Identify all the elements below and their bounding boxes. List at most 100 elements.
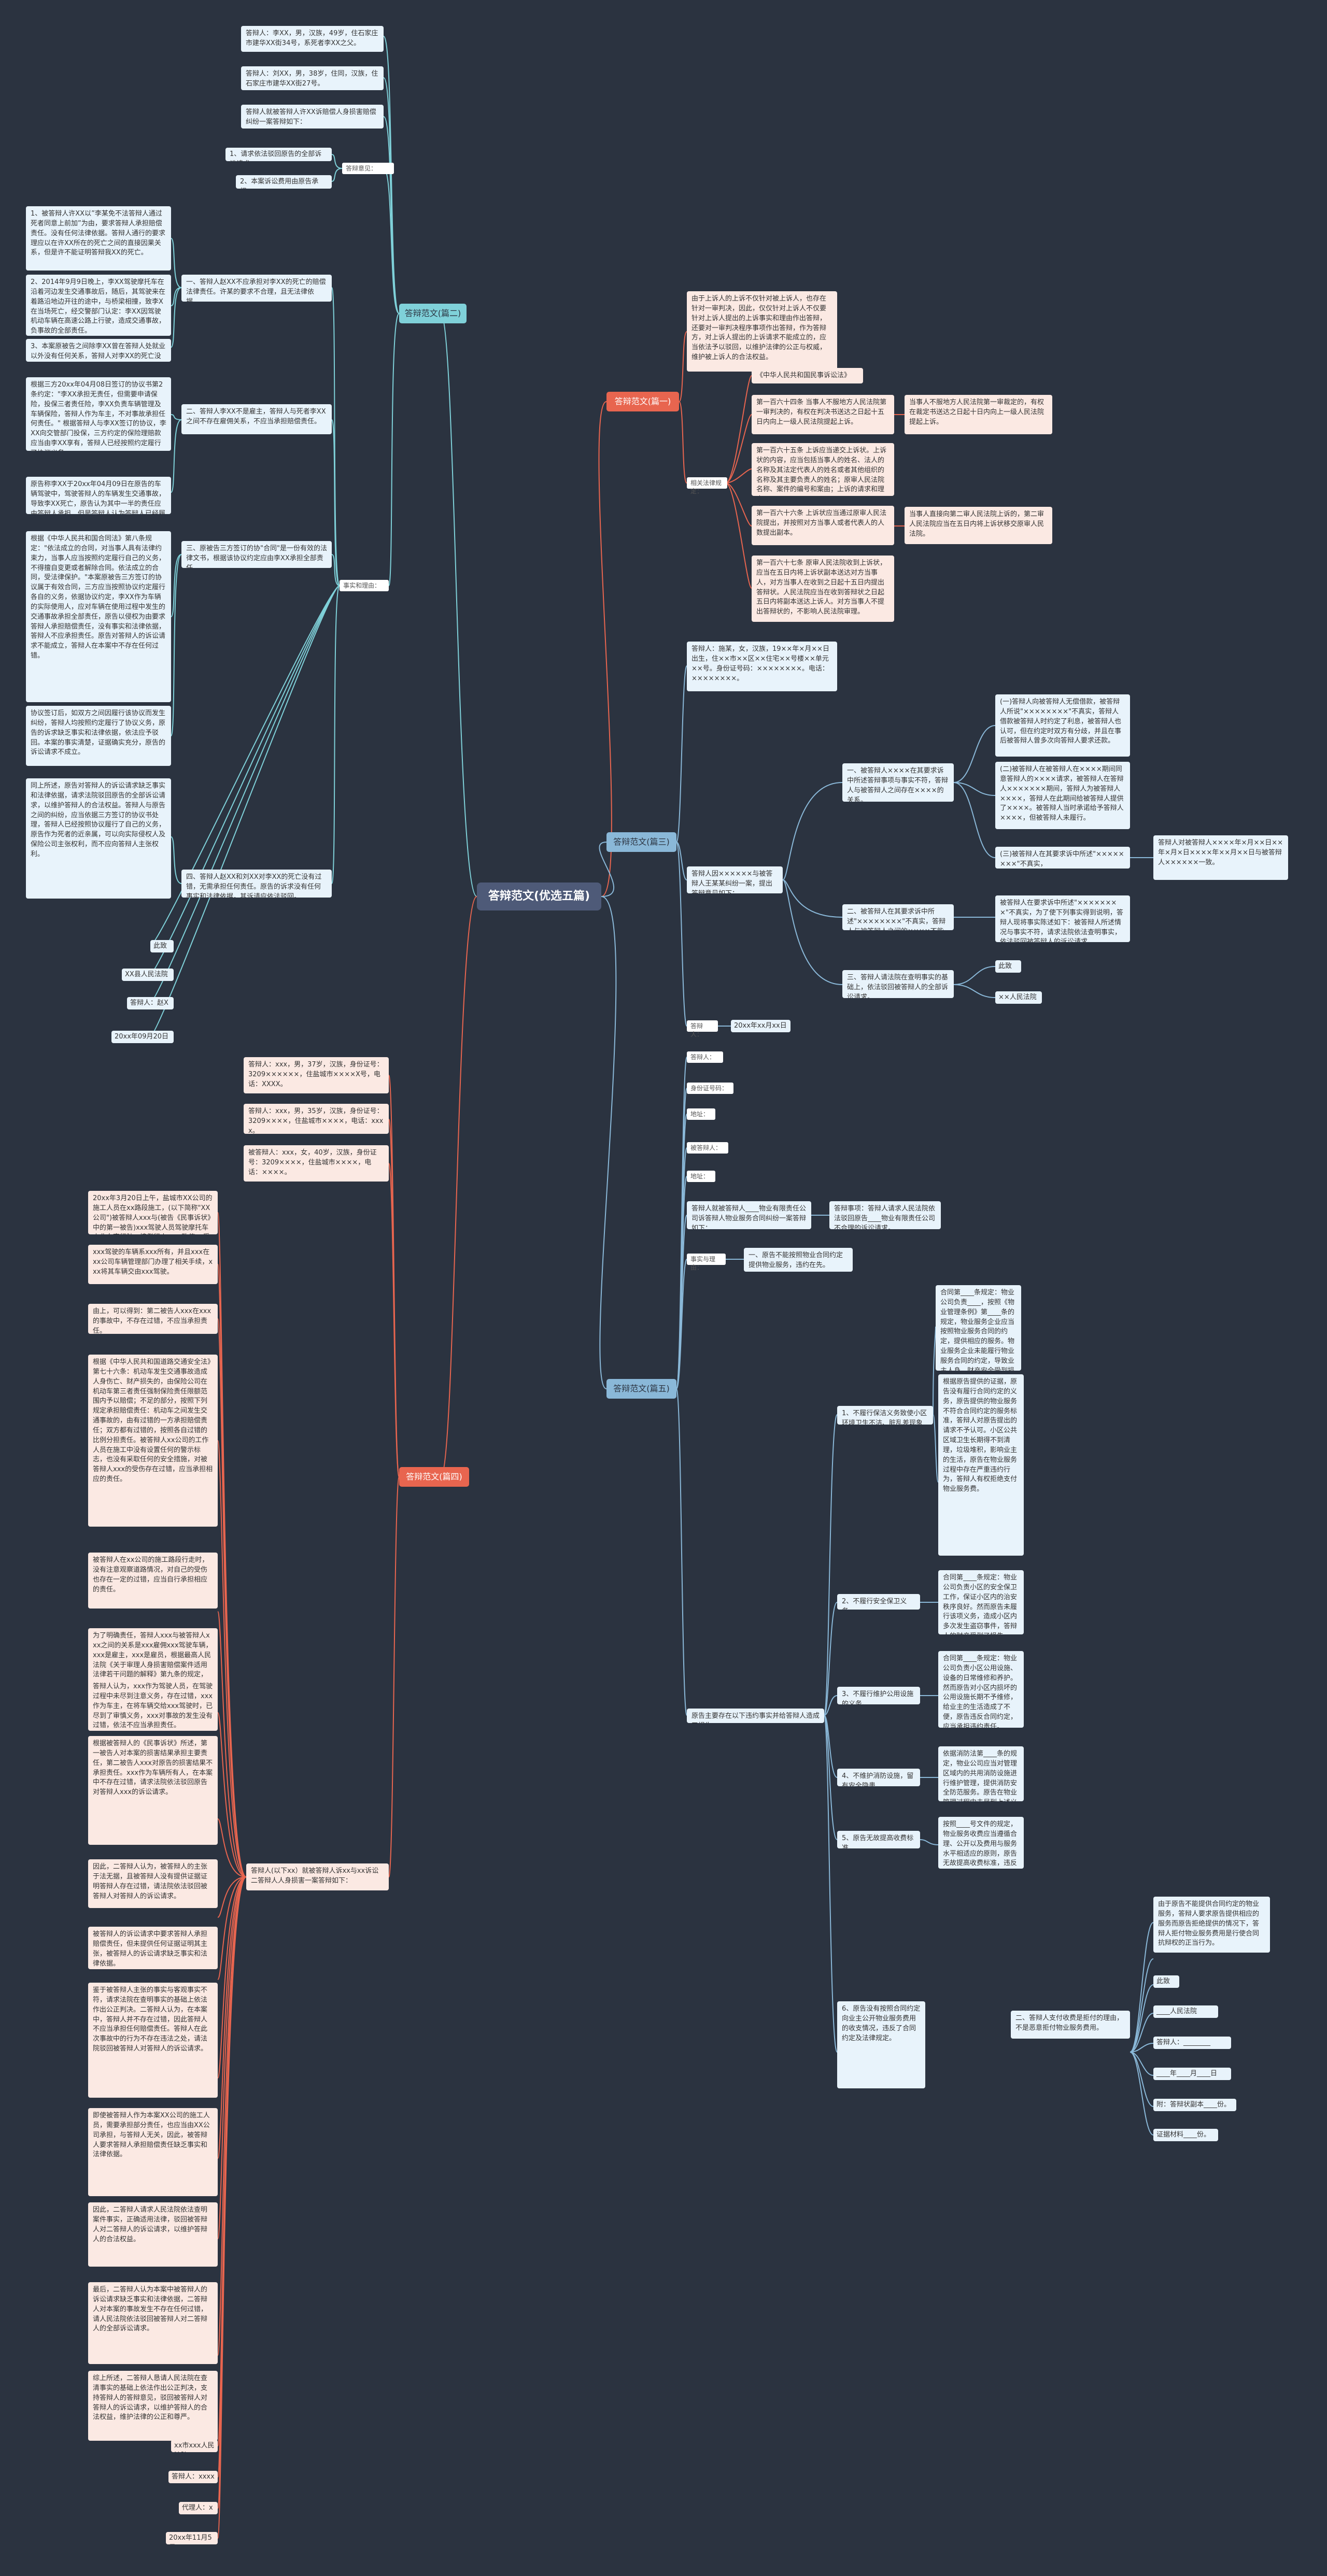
a4-sign-date[interactable]: 20xx年11月5日 — [166, 2532, 218, 2544]
a5-id-number[interactable]: 身份证号码： — [687, 1083, 733, 1094]
a2-reason-4a[interactable]: 协议签订后，如双方之间因履行该协议而发生纠纷，答辩人均按照约定履行了协议义务，原… — [26, 706, 171, 766]
a4-sign-agent[interactable]: 代理人：xx — [179, 2502, 218, 2514]
a5-respondent[interactable]: 答辩人： — [687, 1051, 723, 1063]
a5-closing-6[interactable]: 证据材料____份。 — [1153, 2129, 1218, 2141]
a2-closing-3[interactable]: 答辩人：赵XX — [127, 997, 174, 1009]
a4-text-15[interactable]: 综上所述，二答辩人恳请人民法院在查清事实的基础上依法作出公正判决，支持答辩人的答… — [88, 2371, 218, 2441]
a1-law-166-note[interactable]: 当事人直接向第二审人民法院上诉的，第二审人民法院应当在五日内将上诉状移交原审人民… — [905, 507, 1052, 544]
a2-closing-1[interactable]: 此致 — [150, 940, 174, 952]
a5-address-1[interactable]: 地址： — [687, 1108, 715, 1120]
a2-reason-4b[interactable]: 同上所述，原告对答辩人的诉讼请求缺乏事实和法律依据，请求法院驳回原告的全部诉讼请… — [26, 778, 171, 899]
a5-fact-2-note[interactable]: 由于原告不能提供合同约定的物业服务，答辩人要求原告提供相应的服务而原告拒绝提供的… — [1153, 1897, 1270, 1953]
a1-law-label[interactable]: 相关法律规定： — [687, 477, 727, 495]
a2-reason-3[interactable]: 三、原被告三方签订的协"合同"是一份有效的法律文书，根据该协议约定应由李XX承担… — [181, 541, 332, 568]
a5-violation-2[interactable]: 2、不履行安全保卫义务。 — [837, 1594, 920, 1610]
hub-article-5[interactable]: 答辩范文(篇五) — [606, 1379, 676, 1399]
a5-main-violations[interactable]: 原告主要存在以下违约事实并给答辩人造成了损失： — [687, 1709, 824, 1723]
a5-violation-4-note[interactable]: 依据消防法第____条的规定，物业公司应当对管理区域内的共用消防设施进行维护管理… — [938, 1746, 1024, 1801]
a5-violation-1[interactable]: 1、不履行保洁义务致使小区环境卫生不洁、脏乱差现象严重。 — [837, 1406, 933, 1425]
a4-text-3[interactable]: 由上，可以得到：第二被告人xxx在xxx的事故中，不存在过错，不应当承担责任。 — [88, 1304, 218, 1334]
a1-law-166[interactable]: 第一百六十六条 上诉状应当通过原审人民法院提出，并按照对方当事人或者代表人的人数… — [752, 506, 894, 545]
a3-date[interactable]: 20xx年xx月xx日 — [731, 1020, 790, 1032]
a3-point-1[interactable]: 一、被答辩人××××在其要求诉中所述答辩事项与事实不符，答辩人与被答辩人之间存在… — [842, 763, 954, 802]
a5-fact-label[interactable]: 事实与理由： — [687, 1254, 726, 1271]
hub-article-1[interactable]: 答辩范文(篇一) — [606, 392, 679, 411]
a5-violation-5-note[interactable]: 按照____号文件的规定，物业服务收费应当遵循合理、公开以及费用与服务水平相适应… — [938, 1817, 1024, 1869]
a3-point-1c[interactable]: (三)被答辩人在其要求诉中所述"××××××××"不真实， — [995, 847, 1130, 869]
a5-violation-1-note[interactable]: 合同第____条规定：物业公司负责____，按照《物业管理条例》第____条的规… — [936, 1285, 1021, 1371]
a5-fact-1[interactable]: 一、原告不能按照物业合同约定提供物业服务，违约在先。 — [744, 1248, 853, 1272]
a5-closing-5[interactable]: 附：答辩状副本____份。 — [1153, 2099, 1236, 2111]
a3-respondent[interactable]: 答辩人：施某，女，汉族，19××年×月××日出生，住××市××区××住宅××号楼… — [687, 642, 837, 691]
a3-closing-1[interactable]: 此致 — [995, 960, 1021, 973]
a5-violation-1-note2[interactable]: 根据原告提供的证据，原告没有履行合同约定的义务，原告提供的物业服务不符合合同约定… — [938, 1374, 1024, 1556]
a4-text-2[interactable]: xxx驾驶的车辆系xxx所有，并且xxx在xx公司车辆管理部门办理了相关手续，x… — [88, 1245, 218, 1284]
a4-text-9[interactable]: 因此，二答辩人认为，被答辩人的主张于法无据，且被答辩人没有提供证据证明答辩人存在… — [88, 1859, 218, 1908]
a5-reason-note[interactable]: 答辩事项：答辩人请求人民法院依法驳回原告____物业有限责任公司不合理的诉讼请求… — [829, 1201, 941, 1229]
a4-text-13[interactable]: 因此，二答辩人请求人民法院依法查明案件事实，正确适用法律，驳回被答辩人对二答辩人… — [88, 2202, 218, 2267]
a4-opposing-party[interactable]: 被答辩人：xxx，女，40岁，汉族，身份证号：3209××××，住盐城市××××… — [244, 1145, 389, 1182]
a3-closing-2[interactable]: ××人民法院 — [995, 991, 1042, 1004]
a2-opinion-2[interactable]: 2、本案诉讼费用由原告承担。 — [236, 175, 332, 189]
a4-sign-respondent[interactable]: 答辩人：xxxxx — [168, 2471, 218, 2483]
a5-violation-3[interactable]: 3、不履行维护公用设施的义务。 — [837, 1687, 920, 1704]
a2-opinions-label[interactable]: 答辩意见： — [342, 163, 394, 174]
a2-reason-2a[interactable]: 根据三方20xx年04月08日签订的协议书第2条约定："李XX承担无责任，但需要… — [26, 377, 171, 451]
a5-violation-5[interactable]: 5、原告无故提高收费标准。 — [837, 1831, 920, 1848]
a2-reason-2[interactable]: 二、答辩人李XX不是雇主，答辩人与死者李XX之间不存在雇佣关系，不应当承担赔偿责… — [181, 404, 332, 434]
a5-violation-6[interactable]: 6、原告没有按照合同约定向业主公开物业服务费用的收支情况，违反了合同约定及法律规… — [837, 2001, 925, 2088]
a5-violation-4[interactable]: 4、不维护消防设施，留有安全隐患。 — [837, 1769, 920, 1786]
a4-summary[interactable]: 答辩人(以下xx）就被答辩人诉xx与xx诉讼二答辩人人身损害一案答辩如下： — [246, 1863, 389, 1890]
a5-violation-3-note[interactable]: 合同第____条规定：物业公司负责小区公用设施、设备的日常维修和养护。然而原告对… — [938, 1651, 1024, 1728]
a5-closing-2[interactable]: ____人民法院 — [1153, 2005, 1218, 2018]
a5-address-2[interactable]: 地址： — [687, 1171, 715, 1182]
a2-reason-1c[interactable]: 3、本案原被告之间除李XX曾在答辩人处就业以外没有任何关系，答辩人对李XX的死亡… — [26, 339, 171, 362]
a4-text-1[interactable]: 20xx年3月20日上午，盐城市XX公司的施工人员在xx路段施工，(以下简称"X… — [88, 1191, 218, 1234]
a1-law-164[interactable]: 第一百六十四条 当事人不服地方人民法院第一审判决的，有权在判决书送达之日起十五日… — [752, 395, 894, 434]
a3-intro[interactable]: 答辩人因××××××与被答辩人王某某纠纷一案，提出答辩意见如下： — [687, 866, 783, 893]
a5-closing-1[interactable]: 此致 — [1153, 1975, 1179, 1988]
hub-article-2[interactable]: 答辩范文(篇二) — [399, 304, 467, 323]
a4-text-11[interactable]: 鉴于被答辩人主张的事实与客观事实不符，请求法院在查明事实的基础上依法作出公正判决… — [88, 1983, 218, 2098]
a4-text-4[interactable]: 根据《中华人民共和国道路交通安全法》第七十六条：机动车发生交通事故造成人身伤亡、… — [88, 1355, 218, 1527]
a3-point-1a[interactable]: (一)答辩人向被答辩人无偿借款，被答辩人所说"××××××××"不真实，答辩人借… — [995, 694, 1130, 757]
a2-respondent-2[interactable]: 答辩人：刘XX，男，38岁，住同，汉族，住石家庄市建华XX街27号。 — [241, 66, 384, 90]
a4-sign-court[interactable]: xx市xxx人民法院 — [171, 2440, 218, 2452]
a4-respondent-2[interactable]: 答辩人：xxx，男，35岁，汉族，身份证号：3209××××，住盐城市××××，… — [244, 1104, 389, 1134]
a2-closing-2[interactable]: XX县人民法院 — [122, 969, 174, 981]
a3-point-1b[interactable]: (二)被答辩人在被答辩人在××××期间同意答辩人的××××请求，被答辩人在答辩人… — [995, 762, 1130, 829]
a4-text-12[interactable]: 即使被答辩人作为本案XX公司的施工人员，需要承担部分责任，也应当由XX公司承担，… — [88, 2108, 218, 2196]
a2-opinion-1[interactable]: 1、请求依法驳回原告的全部诉讼请求。 — [225, 148, 332, 161]
a4-respondent-1[interactable]: 答辩人：xxx，男，37岁，汉族，身份证号：3209××××××，住盐城市×××… — [244, 1057, 389, 1093]
a5-closing-3[interactable]: 答辩人：________ — [1153, 2037, 1231, 2049]
a4-text-14[interactable]: 最后，二答辩人认为本案中被答辩人的诉讼请求缺乏事实和法律依据，二答辩人对本案的事… — [88, 2282, 218, 2364]
a2-preface[interactable]: 答辩人就被答辩人许XX诉赔偿人身损害赔偿纠纷一案答辩如下： — [241, 105, 384, 129]
a4-text-7[interactable]: 答辩人认为，xxx作为驾驶人员，在驾驶过程中未尽到注意义务，存在过错，xxx作为… — [88, 1679, 218, 1731]
a2-reason-2b[interactable]: 原告称李XX于20xx年04月09日在原告的车辆驾驶中，驾驶答辩人的车辆发生交通… — [26, 477, 171, 514]
a2-reason-4[interactable]: 四、答辩人赵XX和刘XX对李XX的死亡没有过错，无需承担任何责任。原告的诉求没有… — [181, 870, 332, 898]
a3-signature[interactable]: 答辩人： — [687, 1020, 718, 1038]
a5-fact-2[interactable]: 二、答辩人支付收费是拒付的理由，不是恶意拒付物业服务费用。 — [1011, 2011, 1130, 2039]
a2-reason-3a[interactable]: 根据《中华人民共和国合同法》第八条规定："依法成立的合同，对当事人具有法律约束力… — [26, 531, 171, 702]
a2-respondent-1[interactable]: 答辩人：李XX，男，汉族，49岁，住石家庄市建华XX街34号，系死者李XX之父。 — [241, 26, 384, 52]
a3-point-2-note[interactable]: 被答辩人在要求诉中所述"××××××××"不真实，为了使下列事实得到说明，答辩人… — [995, 895, 1130, 942]
a2-fact-label[interactable]: 事实和理由： — [340, 580, 389, 591]
a1-law-title[interactable]: 《中华人民共和国民事诉讼法》 — [752, 368, 863, 383]
hub-article-4[interactable]: 答辩范文(篇四) — [399, 1467, 469, 1487]
a2-reason-1a[interactable]: 1、被答辩人许XX以”李某免不法答辩人通过死者同意上前加”为由，要求答辩人承担赔… — [26, 206, 171, 271]
a5-closing-4[interactable]: ____年____月____日 — [1153, 2068, 1231, 2080]
a1-law-164-note[interactable]: 当事人不服地方人民法院第一审裁定的，有权在裁定书送达之日起十日内向上一级人民法院… — [905, 395, 1052, 434]
a4-text-5[interactable]: 被答辩人在xx公司的施工路段行走时，没有注意观察道路情况，对自己的受伤也存在一定… — [88, 1553, 218, 1609]
a3-point-1c-note[interactable]: 答辩人对被答辩人××××年×月××日××年×月×日××××年××月××日与被答辩… — [1153, 835, 1288, 880]
a3-point-3[interactable]: 三、答辩人请法院在查明事实的基础上，依法驳回被答辩人的全部诉讼请求。 — [842, 970, 954, 998]
a3-point-2[interactable]: 二、被答辩人在其要求诉中所述"××××××××"不真实，答辩人与被答辩人之间的×… — [842, 904, 954, 930]
a4-text-10[interactable]: 被答辩人的诉讼请求中要求答辩人承担赔偿责任，但未提供任何证据证明其主张，被答辩人… — [88, 1927, 218, 1969]
a5-opposing-party[interactable]: 被答辩人： — [687, 1142, 728, 1154]
a1-law-167[interactable]: 第一百六十七条 原审人民法院收到上诉状，应当在五日内将上诉状副本送达对方当事人，… — [752, 556, 894, 622]
a2-reason-1b[interactable]: 2、2014年9月9日晚上，李XX驾驶摩托车在沿着河边发生交通事故后，随后，其驾… — [26, 275, 171, 336]
a2-reason-1[interactable]: 一、答辩人赵XX不应承担对李XX的死亡的赔偿法律责任。许某的要求不合理，且无法律… — [181, 275, 332, 302]
a5-reason[interactable]: 答辩人就被答辩人____物业有限责任公司诉答辩人物业服务合同纠纷一案答辩如下： — [687, 1201, 811, 1229]
root-topic[interactable]: 答辩范文(优选五篇) — [477, 883, 601, 910]
a1-intro[interactable]: 由于上诉人的上诉不仅针对被上诉人，也存在针对一审判决，因此，仅仅针对上诉人不仅要… — [687, 291, 837, 372]
hub-article-3[interactable]: 答辩范文(篇三) — [606, 832, 676, 852]
